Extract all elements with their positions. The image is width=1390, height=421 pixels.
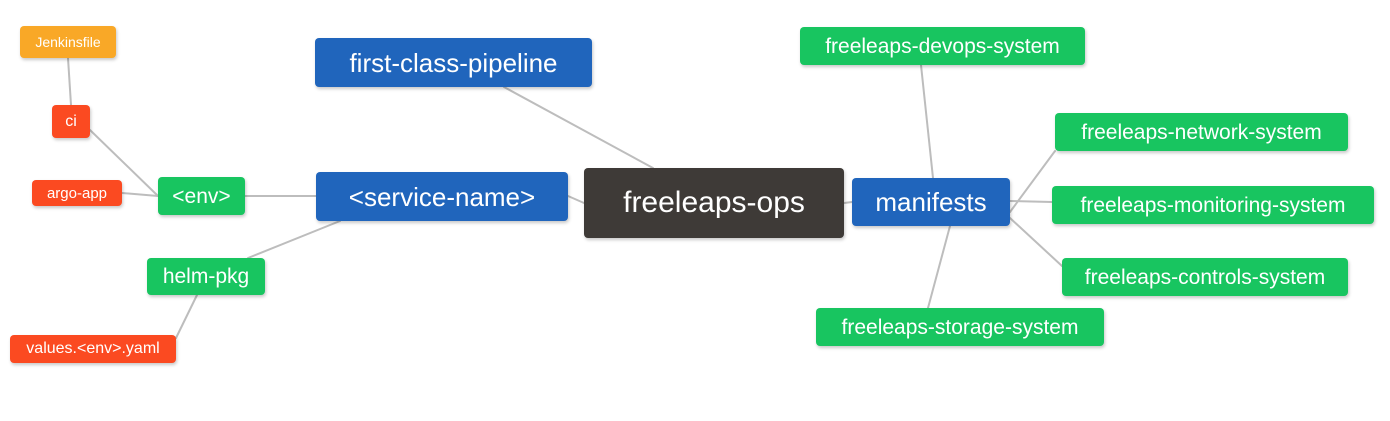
node-first-class-pipeline[interactable]: first-class-pipeline (315, 38, 592, 87)
node-argo-app[interactable]: argo-app (32, 180, 122, 206)
node-service-name[interactable]: <service-name> (316, 172, 568, 221)
edge-jenkinsfile-to-ci (67, 57, 72, 106)
node-freeleaps-devops-system[interactable]: freeleaps-devops-system (800, 27, 1085, 65)
node-freeleaps-storage-system[interactable]: freeleaps-storage-system (816, 308, 1104, 346)
node-freeleaps-ops[interactable]: freeleaps-ops (584, 168, 844, 238)
edge-helm-pkg-to-service-name (247, 220, 341, 259)
node-env[interactable]: <env> (158, 177, 245, 215)
node-freeleaps-monitoring-system[interactable]: freeleaps-monitoring-system (1052, 186, 1374, 224)
node-manifests[interactable]: manifests (852, 178, 1010, 226)
node-jenkinsfile[interactable]: Jenkinsfile (20, 26, 116, 58)
edge-freeleaps-ops-to-manifests (843, 201, 853, 204)
node-helm-pkg[interactable]: helm-pkg (147, 258, 265, 295)
edge-manifests-to-freeleaps-network-system (1009, 150, 1056, 213)
edge-manifests-to-freeleaps-controls-system (1009, 217, 1063, 267)
node-ci[interactable]: ci (52, 105, 90, 138)
edge-manifests-to-freeleaps-devops-system (920, 64, 934, 179)
edge-manifests-to-freeleaps-storage-system (927, 225, 951, 309)
node-freeleaps-network-system[interactable]: freeleaps-network-system (1055, 113, 1348, 151)
edge-manifests-to-freeleaps-monitoring-system (1009, 200, 1053, 203)
edge-first-class-pipeline-to-freeleaps-ops (503, 86, 654, 169)
edge-service-name-to-freeleaps-ops (567, 195, 585, 204)
edge-argo-app-to-env (121, 192, 159, 197)
node-values-env-yaml[interactable]: values.<env>.yaml (10, 335, 176, 363)
node-freeleaps-controls-system[interactable]: freeleaps-controls-system (1062, 258, 1348, 296)
edge-values-env-yaml-to-helm-pkg (175, 294, 198, 339)
